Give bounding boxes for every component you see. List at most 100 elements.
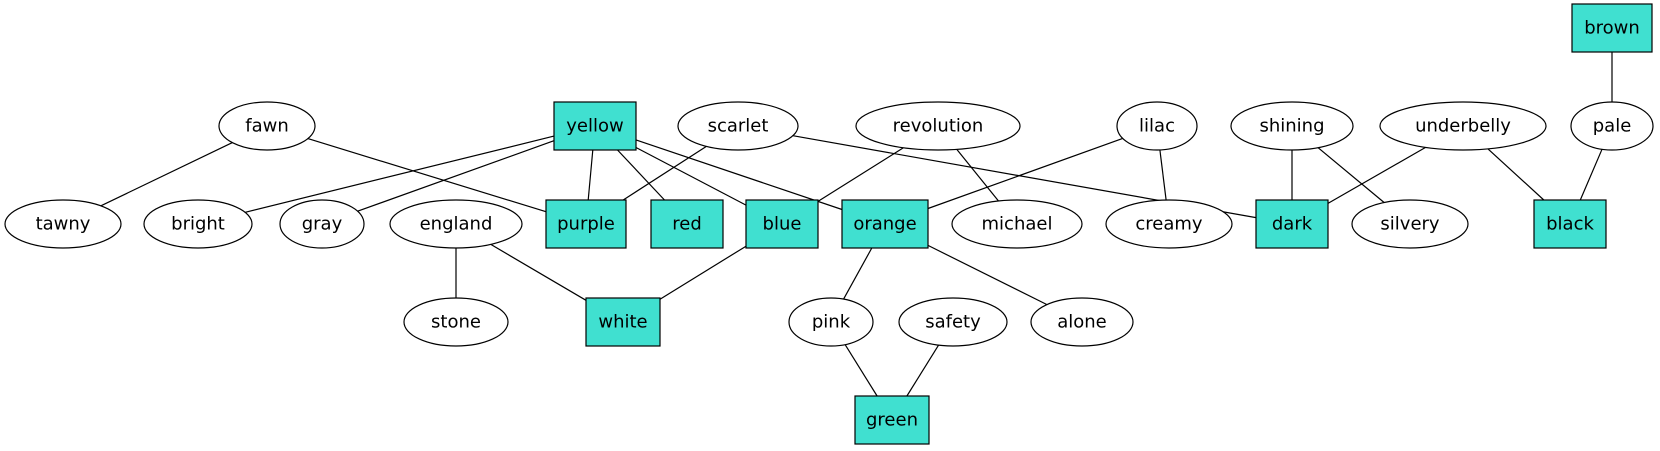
node-lilac: lilac (1116, 101, 1198, 151)
node-ellipse (677, 101, 799, 151)
node-label: scarlet (708, 116, 769, 137)
node-bright: bright (143, 199, 253, 249)
node-label: pale (1593, 116, 1632, 137)
node-blue: blue (745, 199, 819, 249)
node-gray: gray (279, 199, 365, 249)
edge-fawn-purple (307, 138, 547, 213)
edge-safety-green (906, 344, 940, 397)
node-tawny: tawny (4, 199, 122, 249)
node-box (745, 199, 819, 249)
edge-revolution-michael (956, 149, 999, 202)
node-label: silvery (1380, 214, 1440, 235)
node-label: creamy (1135, 214, 1203, 235)
edge-revolution-blue (817, 147, 904, 202)
node-label: orange (853, 214, 916, 235)
node-ellipse (1116, 101, 1198, 151)
node-label: stone (431, 312, 481, 333)
edge-underbelly-dark (1327, 146, 1426, 204)
node-underbelly: underbelly (1379, 101, 1547, 151)
node-box (585, 297, 661, 347)
node-label: green (866, 410, 918, 431)
node-label: red (672, 214, 702, 235)
node-label: alone (1057, 312, 1107, 333)
node-label: purple (557, 214, 615, 235)
node-box (553, 101, 637, 151)
node-white: white (585, 297, 661, 347)
node-pink: pink (788, 297, 874, 347)
graph-edges (100, 52, 1613, 397)
node-ellipse (4, 199, 122, 249)
edge-fawn-tawny (100, 142, 233, 207)
node-green: green (854, 395, 930, 445)
edge-yellow-purple (587, 149, 594, 201)
node-ellipse (389, 199, 523, 249)
edge-yellow-red (617, 149, 665, 201)
node-ellipse (403, 297, 509, 347)
node-label: safety (925, 312, 981, 333)
edge-yellow-bright (245, 135, 555, 213)
node-box (1255, 199, 1329, 249)
node-box (1571, 3, 1653, 53)
node-ellipse (1379, 101, 1547, 151)
edge-england-white (490, 243, 587, 301)
node-ellipse (143, 199, 253, 249)
edge-lilac-orange (927, 137, 1123, 210)
graph-nodes: brown fawn yellow scarlet revolution lilac shi… (4, 3, 1654, 445)
node-label: tawny (36, 214, 91, 235)
node-stone: stone (403, 297, 509, 347)
edge-underbelly-black (1487, 148, 1545, 201)
node-label: underbelly (1415, 116, 1511, 137)
node-shining: shining (1230, 101, 1354, 151)
edge-scarlet-purple (622, 145, 707, 201)
node-ellipse (898, 297, 1008, 347)
node-label: revolution (893, 116, 984, 137)
edge-shining-silvery (1317, 147, 1385, 203)
node-ellipse (218, 101, 316, 151)
node-label: pink (812, 312, 851, 333)
node-michael: michael (951, 199, 1083, 249)
edge-lilac-creamy (1159, 149, 1167, 201)
node-ellipse (788, 297, 874, 347)
node-label: england (420, 214, 493, 235)
edge-orange-pink (843, 247, 873, 300)
node-ellipse (1105, 199, 1233, 249)
edge-orange-alone (927, 244, 1048, 306)
node-dark: dark (1255, 199, 1329, 249)
node-label: black (1546, 214, 1594, 235)
node-box (650, 199, 724, 249)
node-label: bright (171, 214, 225, 235)
edge-blue-white (659, 245, 747, 300)
node-orange: orange (841, 199, 929, 249)
node-label: yellow (566, 116, 623, 137)
node-label: michael (982, 214, 1053, 235)
node-label: white (598, 312, 647, 333)
node-box (854, 395, 930, 445)
node-purple: purple (545, 199, 627, 249)
node-ellipse (1351, 199, 1469, 249)
node-label: dark (1272, 214, 1313, 235)
node-ellipse (1570, 101, 1654, 151)
node-box (1533, 199, 1607, 249)
edge-pale-black (1579, 149, 1603, 201)
node-creamy: creamy (1105, 199, 1233, 249)
node-scarlet: scarlet (677, 101, 799, 151)
node-label: blue (763, 214, 802, 235)
node-silvery: silvery (1351, 199, 1469, 249)
node-alone: alone (1030, 297, 1134, 347)
node-label: gray (302, 214, 343, 235)
node-ellipse (951, 199, 1083, 249)
node-england: england (389, 199, 523, 249)
node-pale: pale (1570, 101, 1654, 151)
node-fawn: fawn (218, 101, 316, 151)
node-label: lilac (1139, 116, 1175, 137)
edge-pink-green (844, 344, 878, 397)
node-red: red (650, 199, 724, 249)
node-ellipse (1030, 297, 1134, 347)
node-revolution: revolution (855, 101, 1021, 151)
node-brown: brown (1571, 3, 1653, 53)
node-label: shining (1259, 116, 1324, 137)
node-box (545, 199, 627, 249)
node-ellipse (1230, 101, 1354, 151)
node-label: fawn (245, 116, 289, 137)
node-yellow: yellow (553, 101, 637, 151)
